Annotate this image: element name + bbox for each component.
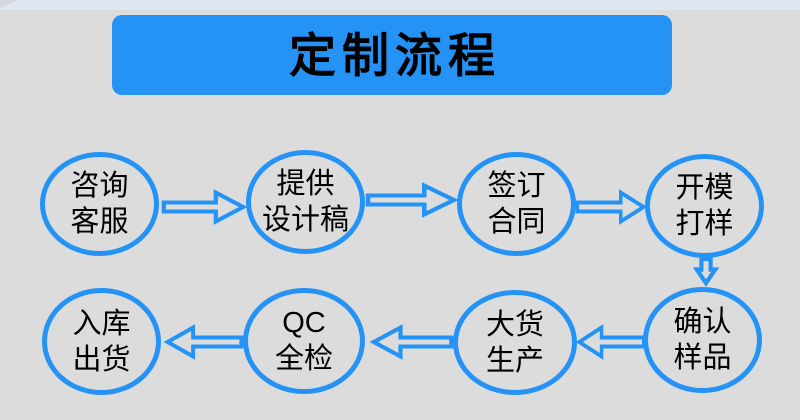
- arrow-right-icon: [161, 189, 248, 225]
- node-label-line: 入库: [72, 307, 131, 340]
- arrow-right-icon: [575, 189, 648, 225]
- node-label-line: 客服: [70, 206, 129, 238]
- flow-node-provide-design: 提供 设计稿: [246, 150, 365, 254]
- node-label-line: 样品: [673, 342, 732, 374]
- arrow-left-icon: [369, 324, 454, 360]
- node-label-line: 合同: [487, 206, 546, 238]
- node-label-line: 打样: [675, 208, 734, 240]
- flow-node-mold-sample: 开模 打样: [645, 154, 764, 258]
- arrow-right-icon: [365, 182, 459, 218]
- top-strip-notch: [0, 0, 18, 8]
- node-label-line: 提供: [276, 168, 335, 200]
- node-label-line: 设计稿: [261, 204, 349, 236]
- node-label-line: QC: [282, 307, 326, 339]
- arrow-left-icon: [163, 324, 244, 360]
- top-strip: [0, 0, 800, 10]
- title-banner: 定制流程: [112, 15, 672, 95]
- node-label-line: 确认: [673, 306, 732, 338]
- node-label-line: 开模: [675, 172, 734, 204]
- flow-node-confirm-sample: 确认 样品: [643, 287, 762, 393]
- flow-node-qc-inspect: QC 全检: [243, 288, 365, 394]
- flow-node-consult-service: 咨询 客服: [40, 152, 159, 256]
- flow-node-sign-contract: 签订 合同: [457, 152, 576, 256]
- node-label-line: 全检: [274, 343, 333, 375]
- node-label-line: 生产: [485, 344, 544, 377]
- arrow-down-icon: [692, 256, 720, 287]
- node-label-line: 大货: [485, 308, 544, 341]
- flow-node-bulk-production: 大货 生产: [453, 290, 577, 395]
- node-label-line: 出货: [72, 343, 131, 376]
- page-title: 定制流程: [289, 28, 501, 82]
- node-label-line: 咨询: [70, 170, 129, 202]
- node-label-line: 签订: [487, 170, 546, 202]
- arrow-left-icon: [575, 324, 646, 360]
- flow-node-warehouse-ship: 入库 出货: [42, 288, 161, 395]
